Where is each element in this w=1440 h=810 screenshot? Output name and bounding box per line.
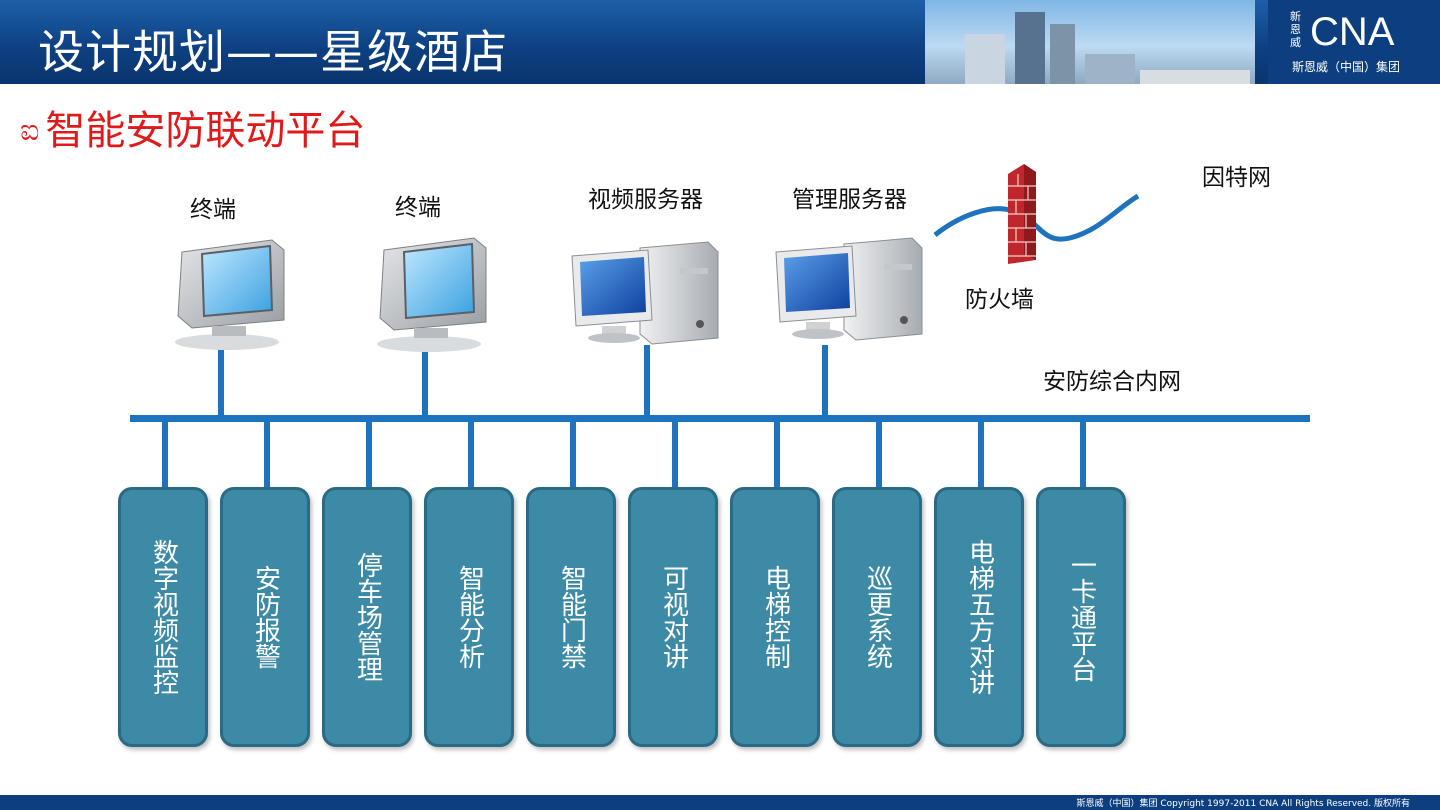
firewall-icon <box>1008 164 1036 264</box>
intranet-label: 安防综合内网 <box>1043 369 1181 395</box>
mgmt-server-pc-icon <box>775 237 923 341</box>
mgmt-server-label: 管理服务器 <box>792 187 907 213</box>
intranet-bus-line <box>130 415 1310 422</box>
subsystem-box-patrol: 巡更系统 <box>832 487 922 747</box>
internet-link-line <box>933 193 1140 242</box>
footer-bar: 斯恩威（中国）集团 Copyright 1997-2011 CNA All Ri… <box>0 795 1440 810</box>
company-logo <box>1268 0 1440 84</box>
terminal1-label: 终端 <box>190 197 236 223</box>
terminal2-label: 终端 <box>395 195 441 221</box>
mgmt-server-connector <box>822 345 828 418</box>
terminal2-monitor-icon <box>377 237 487 352</box>
video-server-connector <box>644 345 650 418</box>
subsystem-box-parking: 停车场管理 <box>322 487 412 747</box>
subsystem-box-elevator-control: 电梯控制 <box>730 487 820 747</box>
footer-copyright: 斯恩威（中国）集团 Copyright 1997-2011 CNA All Ri… <box>1076 799 1410 809</box>
subsystem-box-video-surveillance: 数字视频监控 <box>118 487 208 747</box>
subsystem-box-video-intercom: 可视对讲 <box>628 487 718 747</box>
section-heading-text: 智能安防联动平台 <box>45 108 366 154</box>
subsystem-box-one-card: 一卡通平台 <box>1036 487 1126 747</box>
internet-label: 因特网 <box>1202 165 1271 191</box>
terminal1-connector <box>218 346 224 418</box>
terminal2-connector <box>422 352 428 418</box>
video-server-pc-icon <box>571 241 719 345</box>
subsystem-box-security-alarm: 安防报警 <box>220 487 310 747</box>
subsystem-box-elevator-intercom: 电梯五方对讲 <box>934 487 1024 747</box>
logo-subtitle: 斯恩威（中国）集团 <box>1292 60 1401 74</box>
subsystem-box-access-control: 智能门禁 <box>526 487 616 747</box>
city-skyline-image <box>925 0 1255 84</box>
ornament-icon: ಐ <box>20 113 40 148</box>
video-server-label: 视频服务器 <box>588 187 703 213</box>
logo-vertical-text: 新恩威 <box>1290 10 1301 49</box>
slide-title: 设计规划——星级酒店 <box>38 25 508 79</box>
subsystem-box-smart-analysis: 智能分析 <box>424 487 514 747</box>
subsystem-connectors <box>162 420 1086 490</box>
firewall-label: 防火墙 <box>965 287 1034 313</box>
terminal1-monitor-icon <box>175 239 285 350</box>
logo-cna-text: CNA <box>1310 10 1395 54</box>
header-bar: 设计规划——星级酒店 新恩威 CNA 斯恩威（中国）集团 <box>0 0 1440 84</box>
